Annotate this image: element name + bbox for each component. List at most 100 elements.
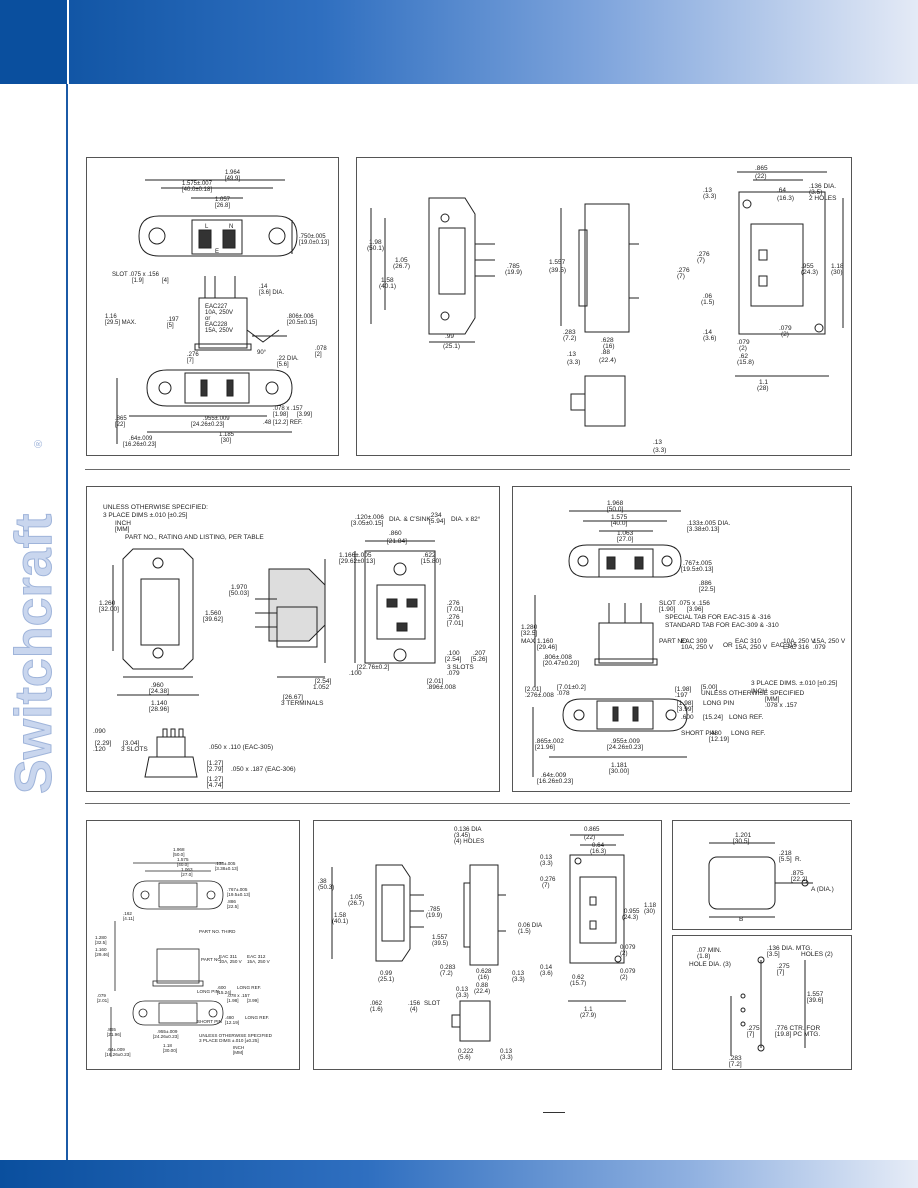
- panel7-dim: [5.5]: [779, 856, 792, 863]
- panel6-dim: 1.1: [584, 1006, 593, 1013]
- panel4-dim: [24.26±0.23]: [607, 744, 643, 751]
- panel5-dim: LONG REF.: [245, 1015, 269, 1020]
- panel6-dim: (3.45): [454, 832, 470, 839]
- panel5-dim: 1.063: [181, 867, 193, 872]
- drawing-4-bottom-view: [532, 698, 688, 777]
- panel1-dim: .955±.009: [203, 416, 230, 422]
- panel2-dim: .283: [563, 329, 576, 336]
- panel1-dim: .750±.005: [299, 234, 326, 240]
- panel4-dim: [3.38±0.13]: [687, 526, 720, 533]
- drawing-panel-5: 1.968 [50.0] 1.575 [40.0] 1.063 [27.0] .…: [86, 820, 300, 1070]
- panel2-dim: .13: [703, 187, 712, 194]
- panel3-dim: [26.67]: [283, 694, 303, 701]
- panel2-dim: 1.05: [395, 257, 408, 264]
- panel1-dim: [26.8]: [215, 203, 230, 209]
- panel2-dim: .079: [737, 339, 750, 346]
- panel6-dim: 0.88: [476, 982, 489, 989]
- panel5-dim: .64±.009: [107, 1047, 125, 1052]
- panel8-dim: HOLES (2): [801, 951, 833, 958]
- panel2-dim: .955: [801, 263, 814, 270]
- panel1-dim: 15A, 250V: [205, 328, 233, 334]
- panel6-dim: (22): [584, 834, 595, 841]
- panel3-dim: [4.74]: [207, 782, 223, 789]
- panel6-dim: (3.3): [456, 992, 469, 999]
- panel4-dim: 1.181: [611, 762, 628, 769]
- panel2-dim: (7): [697, 257, 705, 264]
- drawing-6-side-view: [451, 864, 506, 1042]
- panel3-dim: 3 SLOTS: [447, 664, 474, 671]
- header-band: [0, 0, 918, 84]
- panel4-dim: EAC 315: [771, 642, 797, 649]
- drawing-5-side-view: [114, 921, 204, 991]
- panel3-dim: [3.04]: [123, 740, 139, 747]
- panel3-dim: [28.96]: [149, 706, 169, 713]
- panel5-dim: .600: [217, 985, 226, 990]
- panel6-dim: (3.3): [512, 976, 525, 983]
- panel4-dim: [1.98]: [675, 686, 691, 693]
- page-mark-line: [543, 1112, 565, 1113]
- drawing-4-front-view: [568, 510, 682, 578]
- panel4-dim: [20.47±0.20]: [543, 660, 579, 667]
- panel6-dim: 0.628: [476, 968, 492, 975]
- panel2-dim: (3.6): [703, 335, 716, 342]
- panel5-dim: [27.0]: [181, 872, 193, 877]
- panel1-dim: [24.26±0.23]: [191, 422, 225, 428]
- panel4-dim: .806±.008: [543, 654, 572, 661]
- panel7-dim: [22.2]: [791, 876, 807, 883]
- panel3-dim: 3 TERMINALS: [281, 700, 324, 707]
- panel6-dim: (24.3): [622, 914, 638, 921]
- panel1-dim: [4]: [162, 278, 169, 284]
- panel1-dim: .276: [187, 352, 199, 358]
- panel4-dim: LONG PIN: [703, 700, 734, 707]
- panel1-dim: 1.16: [105, 314, 117, 320]
- panel4-dim: .886: [699, 580, 712, 587]
- panel5-dim: [30.00]: [163, 1048, 177, 1053]
- panel4-dim: .600: [681, 714, 694, 721]
- panel1-dim: [16.26±0.23]: [123, 442, 157, 448]
- panel8-dim: [7]: [777, 969, 784, 976]
- panel5-dim: [2.01]: [97, 998, 109, 1003]
- panel1-dim: E: [215, 249, 219, 255]
- drawing-panel-1: 1.964 [49.9] 1.575±.007 [40.0±0.18] 1.05…: [86, 157, 339, 456]
- panel6-dim: .156: [408, 1000, 421, 1007]
- panel1-dim: .806±.006: [287, 314, 314, 320]
- panel6-dim: 0.955: [624, 908, 640, 915]
- drawing-5-bottom-view: [110, 1000, 224, 1057]
- panel4-dim: [16.26±0.23]: [537, 778, 573, 785]
- drawing-5-svg: 1.968 [50.0] 1.575 [40.0] 1.063 [27.0] .…: [95, 847, 273, 1057]
- panel7-dim: 1.201: [735, 832, 752, 839]
- panel6-dim: 1.05: [350, 894, 363, 901]
- panel2-dim: (22.4): [599, 357, 616, 364]
- panel5-dim: 10A, 250 V: [219, 959, 243, 964]
- drawing-panel-6: .38 (50.3) 1.05 (26.7) 1.58 (40.1) .785 …: [313, 820, 662, 1070]
- drawing-4-svg: 1.968 [50.0] 1.575 [40.0] 1.063 [27.0] .…: [521, 500, 846, 785]
- panel1-dim: .22 DIA.: [277, 356, 299, 362]
- drawing-1-front-view: [138, 179, 298, 257]
- panel4-dim: .955±.009: [611, 738, 640, 745]
- section-divider-2: [85, 803, 850, 804]
- panel5-dim: [3.38±0.13]: [215, 866, 238, 871]
- panel4-dim: [12.19]: [709, 736, 729, 743]
- panel6-dim: (3.3): [500, 1054, 513, 1061]
- panel6-dim: 0.136 DIA: [454, 826, 482, 833]
- panel3-note: [MM]: [115, 526, 130, 533]
- panel3-dim: DIA. x 82°: [451, 515, 481, 523]
- panel4-dim: [15.24]: [703, 714, 723, 721]
- panel6-dim: .38: [318, 878, 327, 885]
- panel8-dim: HOLE DIA. (3): [689, 961, 731, 968]
- drawing-3-rear-view: [112, 548, 199, 696]
- panel5-dim: [15.24]: [217, 990, 231, 995]
- panel3-dim: .050 x .110 (EAC-305): [209, 744, 273, 751]
- panel6-dim: (3.6): [540, 970, 553, 977]
- panel4-dim: .276±.008: [525, 692, 554, 699]
- panel5-dim: .480: [225, 1015, 234, 1020]
- panel6-dim: 1.18: [644, 902, 657, 909]
- panel2-dim: 2 HOLES: [809, 195, 837, 202]
- panel1-dim: .078: [315, 346, 327, 352]
- panel1-dim: N: [229, 224, 233, 230]
- panel6-dim: (15.7): [570, 980, 586, 987]
- panel3-dim: [5.94]: [429, 518, 445, 525]
- panel4-dim: 1.063: [617, 530, 634, 537]
- panel5-dim: .865: [107, 1027, 116, 1032]
- panel3-dim: [2.54]: [315, 678, 331, 685]
